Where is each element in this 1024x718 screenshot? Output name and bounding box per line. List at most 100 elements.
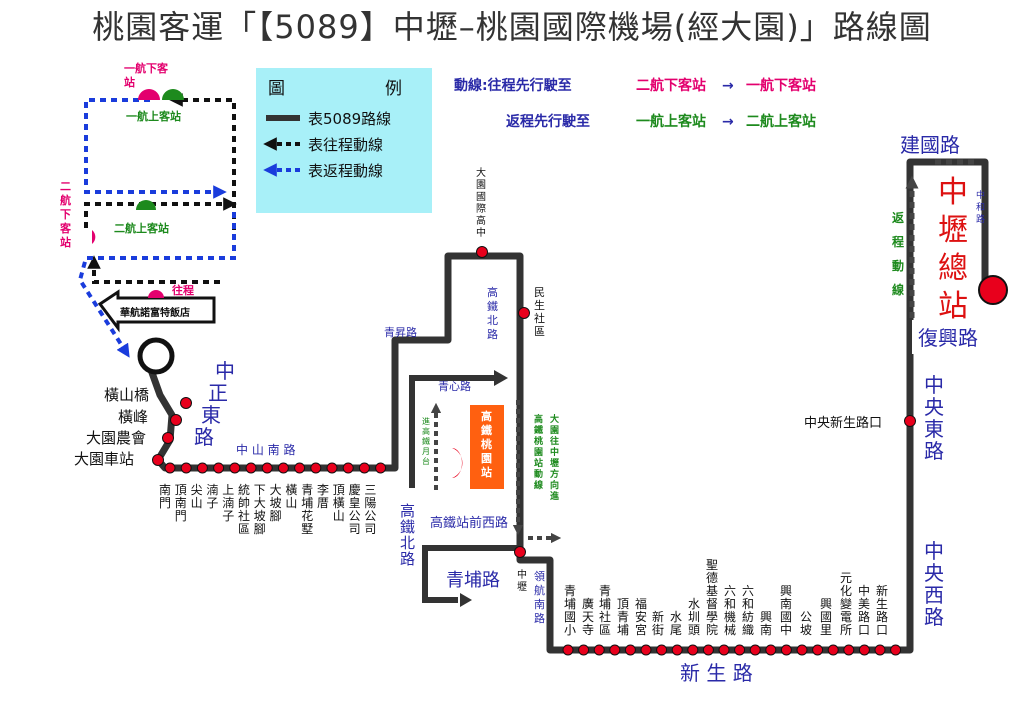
bottom-stop-char: 督 bbox=[706, 596, 718, 611]
bottom-stop-char: 械 bbox=[724, 622, 736, 637]
stop-dot bbox=[229, 462, 241, 474]
bottom-stop-char: 圳 bbox=[688, 610, 700, 624]
bottom-stop-char: 皇 bbox=[349, 496, 361, 510]
bottom-stop-char: 美 bbox=[858, 597, 870, 611]
hsr-station-label: 高 鐵 桃 園 站 bbox=[481, 409, 492, 479]
bottom-stop-char: 聖 bbox=[706, 558, 718, 572]
note-char: 園 bbox=[550, 425, 559, 436]
bottom-stop-char: 南 bbox=[760, 622, 772, 637]
bottom-stop-char: 水 bbox=[688, 597, 700, 611]
bottom-stop-char: 腳 bbox=[270, 509, 282, 523]
note-char: 台 bbox=[422, 456, 430, 466]
note-char: 桃 bbox=[534, 435, 543, 447]
left-stop-labels: 橫山橋 橫峰 大園農會 大園車站 bbox=[74, 386, 149, 468]
stop-dot bbox=[671, 644, 683, 656]
bottom-stop-char: 坡 bbox=[270, 496, 282, 510]
bottom-stop-char: 門 bbox=[159, 496, 171, 510]
bottom-stop-char: 山 bbox=[191, 496, 203, 510]
note-char: 動 bbox=[534, 468, 543, 480]
bottom-stop-char: 機 bbox=[724, 609, 736, 624]
note-line1-prefix: 動線:往程先行駛至 bbox=[454, 77, 572, 94]
hsr-station-char: 站 bbox=[481, 465, 492, 479]
note-char: 進 bbox=[422, 417, 430, 426]
road-char: 東 bbox=[924, 417, 944, 441]
legend-outbound-label: 表往程動線 bbox=[308, 136, 383, 154]
road-char: 高 bbox=[487, 285, 498, 299]
note-char: 鐵 bbox=[534, 424, 543, 436]
bottom-stop-char: 六 bbox=[724, 584, 736, 598]
bottom-stop-char: 安 bbox=[635, 609, 647, 624]
bottom-stop-char: 陽 bbox=[364, 496, 376, 510]
stop-dot bbox=[578, 644, 590, 656]
bottom-stop-char: 頂 bbox=[175, 483, 187, 497]
stop-zhongyang-xinsheng: 中央新生路口 bbox=[804, 415, 882, 431]
terminal-char: 總 bbox=[938, 251, 968, 286]
bottom-stop-char: 中 bbox=[780, 622, 792, 637]
road-char: 路 bbox=[976, 213, 985, 225]
bottom-stop-char: 新 bbox=[876, 583, 888, 598]
road-char: 路 bbox=[534, 612, 545, 625]
route-stops bbox=[152, 246, 916, 656]
bottom-stop-char: 六 bbox=[742, 584, 754, 598]
bottom-stop-char: 腳 bbox=[254, 522, 266, 536]
road-char: 正 bbox=[208, 381, 228, 405]
road-char: 路 bbox=[400, 550, 415, 568]
hsr-north-road bbox=[422, 545, 520, 603]
stop-dot bbox=[624, 644, 636, 656]
hsr-outbound-note: 高 鐵 桃 園 站 動 線 bbox=[534, 413, 543, 491]
bottom-stop-char: 大 bbox=[254, 496, 266, 510]
bottom-stop-char: 變 bbox=[840, 596, 852, 611]
hsr-north-arrow-head bbox=[460, 593, 472, 607]
note-char: 鐵 bbox=[422, 436, 430, 446]
bottom-stop-char: 元 bbox=[840, 571, 852, 585]
hsr-platform-stop bbox=[452, 448, 463, 478]
stop-dot bbox=[310, 462, 322, 474]
legend-return-label: 表返程動線 bbox=[308, 162, 383, 180]
legend-box bbox=[256, 68, 432, 213]
bottom-stop-char: 統 bbox=[238, 483, 250, 497]
t2-drop-stop bbox=[92, 230, 96, 244]
legend-heading-right: 例 bbox=[385, 79, 402, 99]
bottom-stop-char: 水 bbox=[670, 610, 682, 624]
bottom-stop-char: 社 bbox=[599, 609, 611, 624]
legend-route-label: 表5089路線 bbox=[308, 110, 391, 128]
bottom-stop-char: 大 bbox=[270, 483, 282, 497]
stop-char: 國 bbox=[476, 191, 486, 203]
note-char: 站 bbox=[534, 457, 543, 469]
stop-dayuan-farm: 大園農會 bbox=[86, 429, 146, 447]
stop-dot bbox=[164, 462, 176, 474]
road-char: 領 bbox=[534, 569, 545, 583]
bottom-stop-char: 國 bbox=[564, 610, 576, 624]
stop-dot bbox=[593, 644, 605, 656]
road-char: 和 bbox=[976, 202, 985, 213]
bottom-stop-char: 路 bbox=[858, 609, 870, 624]
bottom-stop-char: 里 bbox=[820, 623, 832, 637]
hotel-label: 華航諾富特飯店 bbox=[120, 306, 190, 319]
bottom-stop-char: 廣 bbox=[582, 597, 594, 611]
hotel-arrow bbox=[97, 289, 216, 333]
bottom-stop-char: 國 bbox=[780, 610, 792, 624]
stop-dot bbox=[518, 307, 530, 319]
road-char: 路 bbox=[487, 328, 498, 341]
bottom-stop-char: 院 bbox=[706, 623, 718, 637]
note-line2-prefix: 返程先行駛至 bbox=[506, 113, 590, 130]
bottom-stop-char: 埔 bbox=[617, 623, 629, 637]
road-char: 程 bbox=[892, 234, 904, 249]
bottom-stop-char: 坡 bbox=[254, 509, 266, 523]
road-char: 南 bbox=[534, 598, 545, 611]
stop-dot bbox=[904, 415, 916, 427]
bottom-stop-char: 國 bbox=[820, 610, 832, 624]
t2-pick-stop bbox=[136, 200, 156, 210]
direction-notes: 動線:往程先行駛至 二航下客站 → 一航下客站 返程先行駛至 一航上客站 → 二… bbox=[454, 77, 816, 130]
bottom-stop-labels-a: 南門頂南門尖山湳子上湳子統帥社區下大坡腳大坡腳橫山青埔花墅李厝頂橫山慶皇公司三陽… bbox=[159, 482, 376, 536]
t2-drop-char: 二 bbox=[60, 180, 71, 193]
bottom-stop-char: 德 bbox=[706, 570, 718, 585]
bottom-stop-char: 宮 bbox=[635, 622, 647, 637]
stop-dot bbox=[562, 644, 574, 656]
road-hsr-north-2: 高 鐵 北 路 bbox=[400, 502, 415, 568]
bottom-stop-char: 和 bbox=[724, 597, 736, 611]
bottom-stop-char: 頂 bbox=[617, 597, 629, 611]
bottom-stop-char: 區 bbox=[599, 623, 611, 637]
stop-char: 高 bbox=[476, 214, 486, 227]
road-char: 高 bbox=[400, 502, 415, 520]
